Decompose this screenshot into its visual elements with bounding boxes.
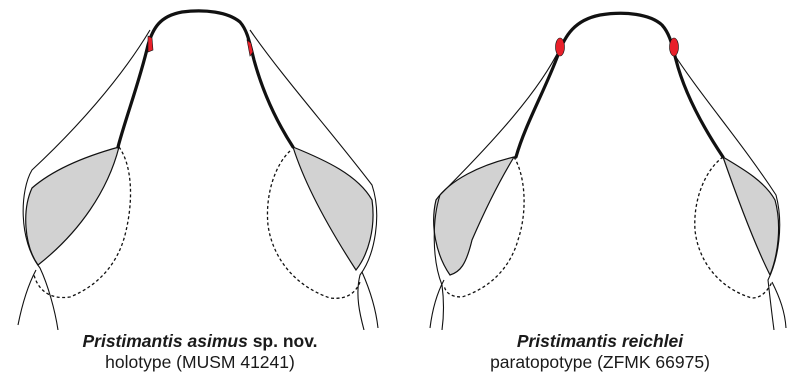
left-eye-shading bbox=[434, 157, 514, 275]
red-mark-right bbox=[247, 40, 253, 56]
species-suffix-left: sp. nov. bbox=[248, 331, 318, 351]
canthal-ridge-thick-line bbox=[118, 11, 293, 147]
panel-right: Pristimantis reichlei paratopotype (ZFMK… bbox=[400, 0, 800, 376]
panel-left: Pristimantis asimus sp. nov. holotype (M… bbox=[0, 0, 400, 376]
left-eye-shading bbox=[26, 147, 119, 265]
red-mark-right bbox=[670, 38, 679, 56]
canthal-ridge-thick-line bbox=[516, 13, 723, 157]
red-mark-left bbox=[148, 36, 153, 52]
head-outline-drawing-right bbox=[400, 0, 800, 330]
caption-right: Pristimantis reichlei paratopotype (ZFMK… bbox=[400, 331, 800, 373]
head-outline-drawing-left bbox=[0, 0, 400, 330]
right-eye-shading bbox=[293, 147, 373, 270]
specimen-label-right: paratopotype (ZFMK 66975) bbox=[400, 352, 800, 373]
red-mark-left bbox=[556, 38, 565, 56]
species-name-right: Pristimantis reichlei bbox=[517, 331, 683, 351]
species-name-left: Pristimantis asimus bbox=[82, 331, 247, 351]
species-line-right: Pristimantis reichlei bbox=[400, 331, 800, 352]
lower-jaw-line-left bbox=[18, 270, 36, 325]
lower-jaw-line-right bbox=[362, 272, 378, 328]
species-line-left: Pristimantis asimus sp. nov. bbox=[0, 331, 400, 352]
caption-left: Pristimantis asimus sp. nov. holotype (M… bbox=[0, 331, 400, 373]
right-eye-shading bbox=[723, 157, 779, 275]
specimen-label-left: holotype (MUSM 41241) bbox=[0, 352, 400, 373]
lower-jaw-line-right bbox=[772, 282, 786, 328]
